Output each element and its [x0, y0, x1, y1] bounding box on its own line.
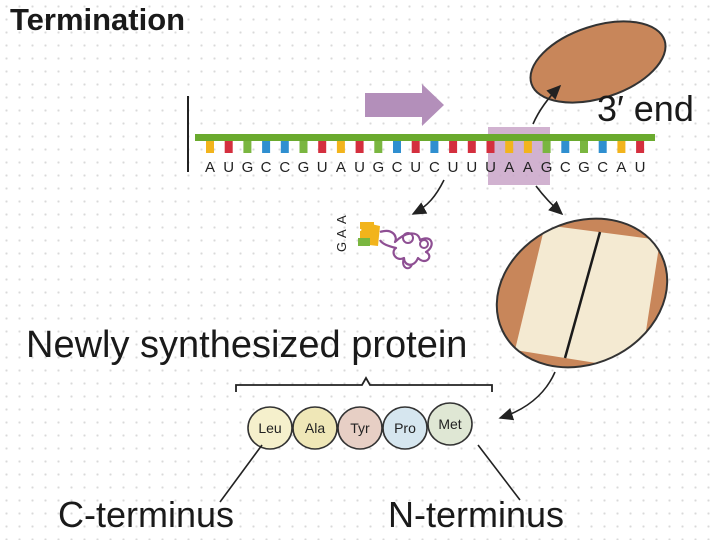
amino-acid-bead [247, 406, 293, 450]
large-ribosomal-subunit [495, 217, 669, 370]
nucleotide-label: C [597, 159, 608, 176]
nucleotide-label: U [354, 159, 365, 176]
nucleotide-tick [430, 141, 439, 153]
amino-acid-bead [337, 406, 383, 450]
nucleotide-tick [318, 141, 327, 153]
nucleotide-tick [617, 141, 626, 153]
nucleotide-label: C [261, 159, 272, 176]
nucleotide-tick [336, 141, 345, 153]
nucleotide-label: U [410, 159, 421, 176]
nucleotide-label: U [485, 159, 496, 176]
small-ribosomal-subunit [529, 20, 667, 104]
trna: G A A [334, 215, 433, 270]
nucleotide-label: A [616, 159, 626, 176]
nucleotide-tick [598, 141, 607, 153]
trna-anticodon-2: A [334, 229, 349, 238]
nucleotide-label: U [448, 159, 459, 176]
nucleotide-label: U [466, 159, 477, 176]
amino-acid-label: Leu [258, 420, 281, 436]
arrow-to-trna [411, 179, 445, 215]
nucleotide-tick [580, 141, 588, 153]
nucleotide-tick [411, 141, 420, 153]
nucleotide-label: A [205, 159, 215, 176]
n-terminus-label: N-terminus [388, 494, 565, 535]
protein-label: Newly synthesized protein [26, 324, 468, 366]
nucleotide-label: C [560, 159, 571, 176]
arrow-to-protein [498, 371, 556, 421]
trna-anticodon-1: G [334, 242, 349, 252]
amino-acid-chain: Leu Ala Tyr Pro Met [247, 402, 473, 450]
nucleotide-label: G [372, 159, 384, 176]
three-prime-end-label: 3′ end [597, 88, 694, 129]
amino-acid-bead [382, 406, 428, 450]
protein-bracket [235, 376, 493, 392]
nucleotide-tick [262, 141, 271, 153]
nucleotide-tick [561, 141, 570, 153]
nucleotide-label: U [223, 159, 234, 176]
nucleotide-tick [224, 141, 233, 153]
nucleotide-tick [374, 141, 383, 153]
nucleotide-label: A [504, 159, 514, 176]
mrna-backbone [195, 134, 655, 141]
diagram-title: Termination [10, 2, 186, 37]
direction-arrow-icon [365, 84, 444, 126]
amino-acid-bead [427, 402, 473, 446]
arrow-to-small-subunit [532, 84, 562, 125]
nucleotide-label: A [523, 159, 533, 176]
nucleotide-tick [243, 141, 252, 153]
amino-acid-label: Ala [305, 420, 325, 436]
nucleotide-label: U [317, 159, 328, 176]
n-terminus-line [477, 444, 521, 501]
nucleotide-label: C [392, 159, 403, 176]
nucleotide-tick [523, 141, 532, 153]
nucleotide-tick [280, 141, 289, 153]
nucleotide-label: C [429, 159, 440, 176]
nucleotide-tick [299, 141, 308, 153]
nucleotide-tick [449, 141, 458, 153]
amino-acid-label: Met [438, 416, 461, 432]
nucleotide-label: C [279, 159, 290, 176]
nucleotide-label: G [298, 159, 310, 176]
nucleotide-tick [393, 141, 401, 153]
nucleotide-tick [355, 141, 364, 153]
nucleotide-tick [542, 141, 551, 153]
nucleotide-tick [467, 141, 476, 153]
c-terminus-label: C-terminus [58, 494, 235, 535]
nucleotide-label: G [242, 159, 254, 176]
nucleotide-tick [486, 141, 495, 153]
trna-anticodon-3: A [334, 215, 349, 224]
nucleotide-tick [636, 141, 645, 153]
nucleotide-label: G [578, 159, 590, 176]
nucleotide-label: G [541, 159, 553, 176]
nucleotide-tick [505, 141, 514, 153]
nucleotide-label: U [635, 159, 646, 176]
c-terminus-line [219, 444, 263, 503]
amino-acid-label: Tyr [350, 420, 370, 436]
amino-acid-label: Pro [394, 420, 416, 436]
amino-acid-bead [292, 406, 338, 450]
arrow-to-large-subunit [535, 185, 564, 216]
nucleotide-label: A [336, 159, 346, 176]
nucleotide-tick [206, 141, 214, 153]
